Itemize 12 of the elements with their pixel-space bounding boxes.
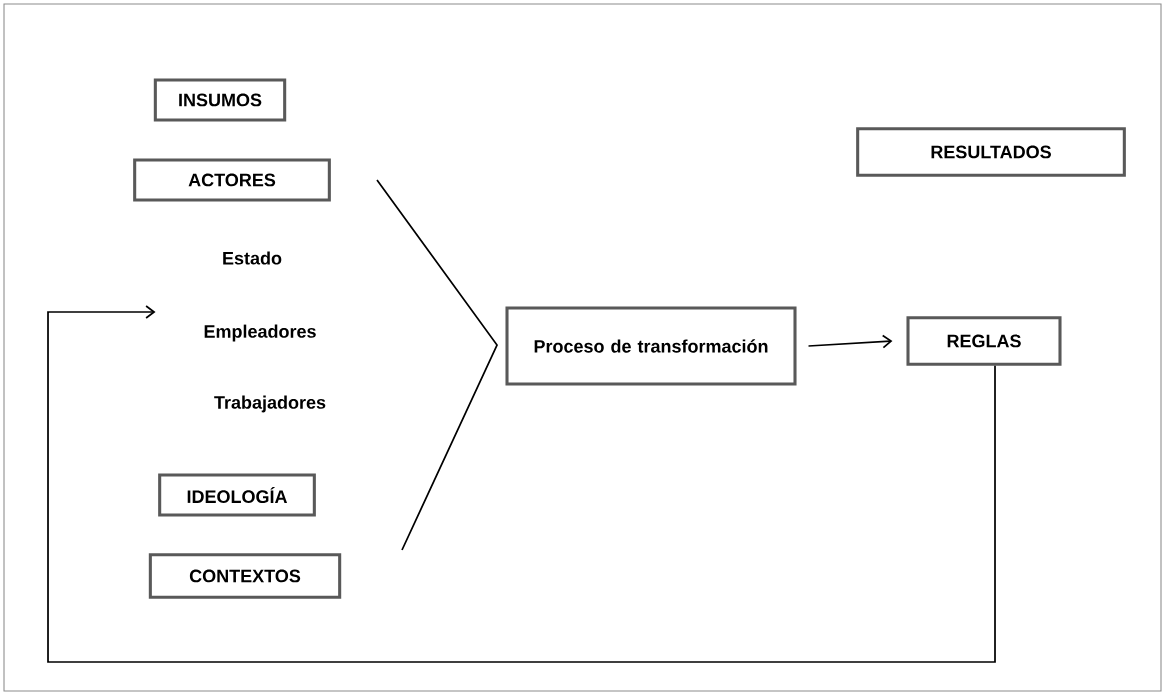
label-box: IDEOLOGÍA <box>158 473 316 517</box>
process-box: Proceso de transformación <box>505 306 797 386</box>
label-box: INSUMOS <box>153 78 287 122</box>
list-item: Trabajadores <box>214 395 326 413</box>
arrow <box>47 305 996 663</box>
label-box: REGLAS <box>906 316 1062 366</box>
label-box: CONTEXTOS <box>148 553 342 599</box>
label-box: ACTORES <box>133 158 331 202</box>
list-item: Empleadores <box>204 324 316 342</box>
label-box: RESULTADOS <box>856 127 1126 177</box>
list-item: Estado <box>223 251 282 265</box>
arrow <box>807 334 893 349</box>
